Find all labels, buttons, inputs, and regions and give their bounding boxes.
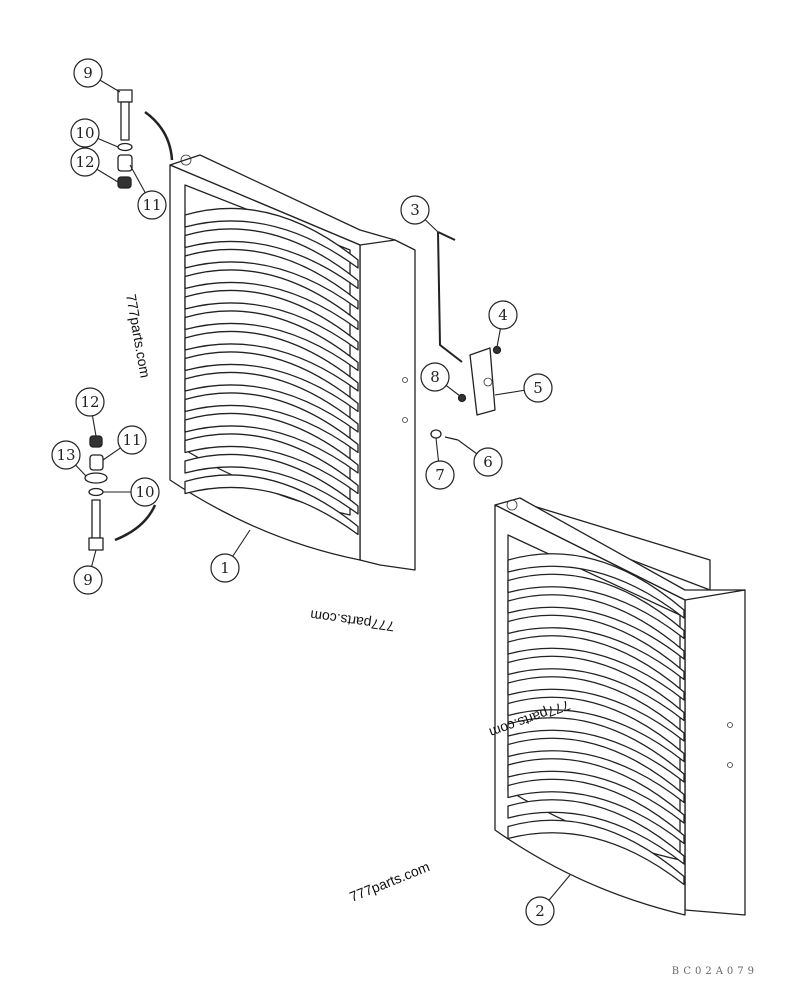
louver-slat	[507, 737, 685, 804]
louver-slat	[184, 289, 359, 351]
louver-slat	[507, 655, 685, 722]
callout-number: 10	[75, 124, 94, 142]
callout-number: 9	[83, 571, 93, 589]
nut-latch	[492, 345, 502, 355]
spacer-bottom	[89, 454, 104, 471]
callout-number: 8	[430, 368, 440, 386]
callout-number: 13	[56, 446, 75, 464]
louver-slat	[507, 635, 685, 701]
washer-latch	[430, 429, 442, 439]
callout-number: 10	[135, 483, 154, 501]
callout-spacer-bottom: 11	[102, 425, 147, 461]
louver-slat	[507, 696, 685, 763]
callout-washer-latch: 7	[425, 437, 455, 490]
louver-slat	[184, 392, 359, 454]
washer-top	[117, 142, 133, 152]
callout-nut-bottom: 12	[75, 387, 105, 437]
callout-number: 12	[75, 153, 94, 171]
nut-bottom	[89, 435, 103, 448]
watermark: 777parts.com	[123, 293, 153, 379]
callout-number: 6	[483, 453, 493, 471]
callout-number: 3	[410, 201, 420, 219]
louver-slat	[184, 330, 359, 392]
callout-number: 5	[533, 379, 543, 397]
louver-slat	[507, 758, 685, 824]
callout-nut-top: 12	[70, 147, 119, 183]
callout-number: 11	[142, 196, 161, 214]
louver-slat	[184, 310, 359, 372]
louver-slat	[507, 778, 685, 845]
nut-small	[457, 393, 467, 403]
callout-number: 11	[122, 431, 141, 449]
louver-slat	[184, 433, 359, 495]
callout-latch-bracket: 5	[494, 373, 553, 403]
bolt-top	[117, 89, 133, 141]
callout-number: 4	[498, 306, 508, 324]
screw-latch	[444, 436, 459, 441]
louver-slat	[184, 269, 359, 331]
latch-bracket	[469, 347, 496, 416]
callout-number: 1	[220, 559, 230, 577]
louver-slat	[184, 228, 359, 290]
bolt-bottom	[88, 499, 104, 551]
louver-slat	[184, 412, 359, 474]
louver-slat	[507, 594, 685, 660]
callout-rod: 3	[400, 195, 439, 233]
louver-slat	[507, 553, 685, 619]
callout-bolt-top: 9	[73, 58, 121, 93]
callout-number: 9	[83, 64, 93, 82]
louver-slat	[507, 573, 685, 640]
callout-grille-right: 2	[525, 874, 571, 926]
louver-slat	[507, 819, 685, 886]
rod	[437, 231, 463, 363]
louver-slat	[184, 248, 359, 310]
louver-slat	[184, 351, 359, 413]
watermark: 777parts.com	[347, 858, 432, 905]
callout-screw-latch: 6	[457, 439, 503, 477]
plate-bottom	[84, 472, 108, 484]
callout-washer-top: 10	[70, 118, 119, 148]
louver-slat	[184, 207, 359, 269]
callout-number: 7	[435, 466, 445, 484]
louver-slat	[507, 799, 685, 865]
callout-number: 12	[80, 393, 99, 411]
louver-slat	[507, 614, 685, 681]
washer-bottom	[88, 487, 104, 497]
louver-slat	[184, 371, 359, 433]
drawing-code: BC02A079	[671, 966, 758, 977]
spacer-top	[117, 154, 133, 172]
nut-top	[117, 176, 132, 189]
callout-number: 2	[535, 902, 545, 920]
callout-spacer-top: 11	[129, 164, 167, 220]
louver-slat	[184, 474, 359, 536]
louver-slat	[507, 717, 685, 783]
callout-nut-latch: 4	[488, 300, 518, 348]
louver-slat	[184, 453, 359, 515]
callout-washer-bottom: 10	[103, 477, 160, 507]
callout-nut-small: 8	[420, 362, 461, 397]
watermark: 777parts.com	[309, 607, 395, 635]
callout-grille-left: 1	[210, 529, 251, 583]
callout-bolt-bottom: 9	[73, 549, 103, 595]
callout-plate-bottom: 13	[51, 440, 87, 477]
louver-slat	[507, 676, 685, 742]
